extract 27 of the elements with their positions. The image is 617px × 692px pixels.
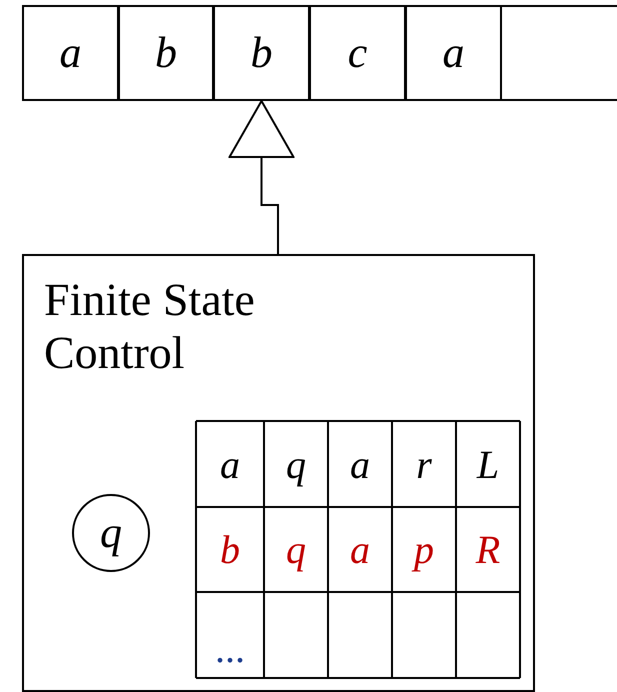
table-cell-text: b (219, 526, 241, 574)
table-cell-text: a (349, 440, 371, 488)
table-cell-text: r (415, 440, 433, 488)
tape-symbol: a (442, 28, 464, 78)
tape-symbol: a (60, 28, 82, 78)
tape-symbol: b (250, 28, 272, 78)
arrow (228, 100, 294, 254)
control-box (22, 254, 535, 692)
box-title: Finite State Control (44, 274, 256, 380)
table-cell-text: a (219, 440, 241, 488)
table-cell-text: q (285, 526, 307, 574)
state-circle (72, 494, 150, 572)
tape-cell (118, 5, 214, 101)
table-cell-text: L (476, 440, 500, 488)
state-label: q (100, 508, 122, 558)
tape-symbol: c (348, 28, 368, 78)
table-cell-text: ... (214, 625, 246, 672)
tape-cell (22, 5, 119, 101)
tape-symbol: b (155, 28, 177, 78)
tape-cell (309, 5, 406, 101)
tape-cell (405, 5, 502, 101)
table-cell-text: a (349, 526, 371, 574)
tape-cell (501, 5, 617, 101)
table-cell-text: q (285, 440, 307, 488)
table-cell: p (392, 507, 456, 592)
table-cell-text: R (474, 526, 502, 574)
tape-cell (213, 5, 310, 101)
